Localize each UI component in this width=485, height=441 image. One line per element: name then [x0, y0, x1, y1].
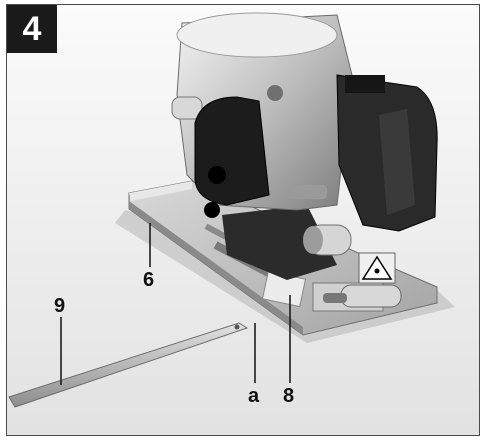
figure-number-badge: 4	[7, 5, 57, 53]
callout-9: 9	[54, 295, 66, 317]
callout-6: 6	[143, 269, 155, 291]
callout-8: 8	[283, 385, 295, 407]
black-pad	[194, 96, 270, 206]
parallel-guide	[8, 322, 249, 408]
callout-a: a	[248, 385, 260, 407]
saw-photo	[7, 5, 479, 435]
figure-frame: 4 9 6 a 8	[6, 4, 480, 436]
